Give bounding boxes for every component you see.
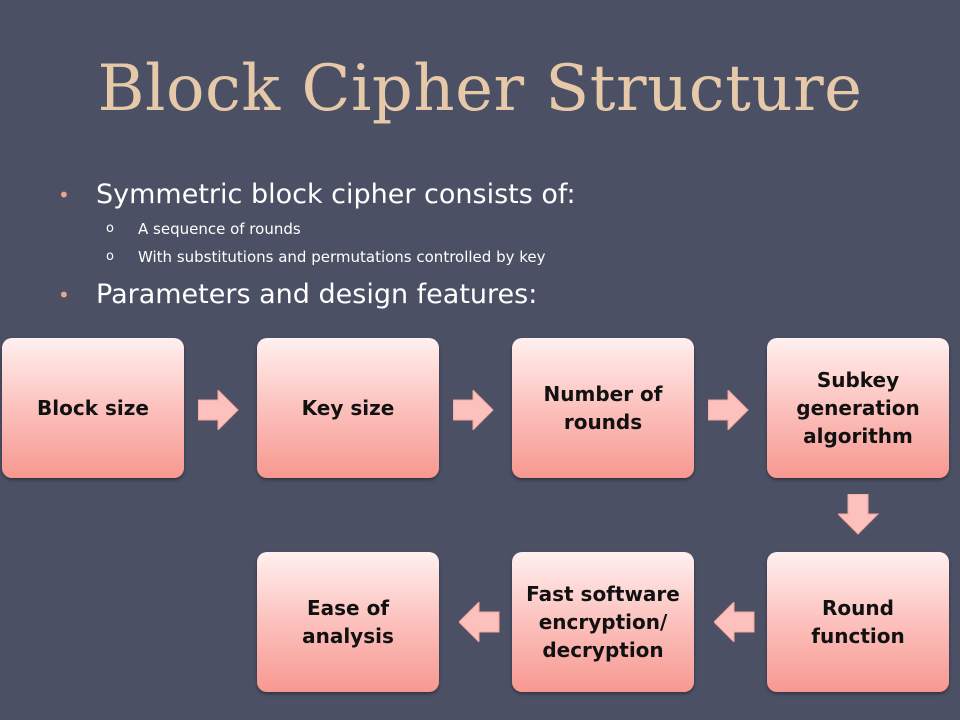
flow-step-key-size: Key size xyxy=(257,338,439,478)
bullet-dot-icon: • xyxy=(58,283,70,307)
arrow-left-icon xyxy=(714,602,755,642)
arrow-down-icon xyxy=(838,494,880,535)
sub-bullet-item: o A sequence of rounds xyxy=(58,215,938,243)
sub-bullet-text: A sequence of rounds xyxy=(138,220,301,238)
flow-step-number-of-rounds: Number of rounds xyxy=(512,338,694,478)
sub-bullet-marker-icon: o xyxy=(106,249,114,264)
sub-bullet-marker-icon: o xyxy=(106,221,114,236)
slide-title: Block Cipher Structure xyxy=(97,52,863,126)
bullet-list: • Symmetric block cipher consists of: o … xyxy=(58,175,938,315)
bullet-item: • Parameters and design features: xyxy=(58,275,938,315)
flow-step-ease-of-analysis: Ease of analysis xyxy=(257,552,439,692)
flow-step-round-function: Round function xyxy=(767,552,949,692)
sub-bullet-text: With substitutions and permutations cont… xyxy=(138,248,546,266)
flow-step-block-size: Block size xyxy=(2,338,184,478)
bullet-text: Parameters and design features: xyxy=(96,279,538,310)
arrow-right-icon xyxy=(198,390,239,430)
bullet-item: • Symmetric block cipher consists of: xyxy=(58,175,938,215)
bullet-text: Symmetric block cipher consists of: xyxy=(96,179,576,210)
arrow-left-icon xyxy=(459,602,500,642)
arrow-right-icon xyxy=(453,390,494,430)
bullet-dot-icon: • xyxy=(58,183,70,207)
sub-bullet-item: o With substitutions and permutations co… xyxy=(58,243,938,271)
flow-step-fast-software: Fast software encryption/ decryption xyxy=(512,552,694,692)
flow-step-subkey-generation: Subkey generation algorithm xyxy=(767,338,949,478)
arrow-right-icon xyxy=(708,390,749,430)
